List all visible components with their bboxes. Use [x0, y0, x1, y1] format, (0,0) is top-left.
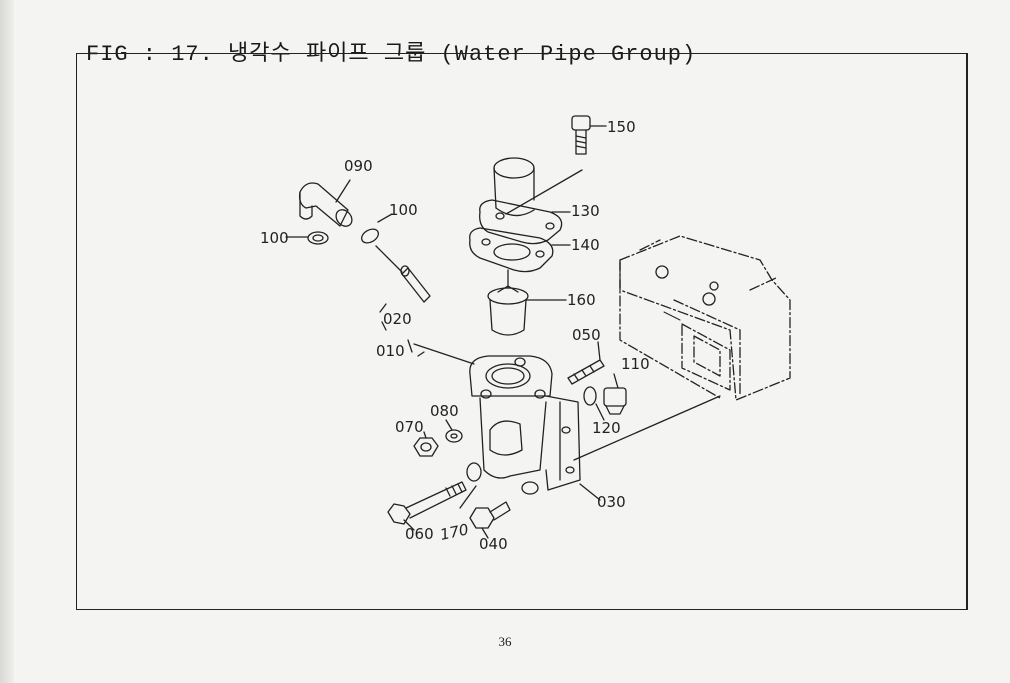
housing-030-drawing [469, 355, 721, 501]
stud-050-drawing [567, 341, 605, 385]
label-040: 040 [479, 535, 508, 553]
bolt-040-drawing [459, 485, 511, 539]
label-070: 070 [395, 418, 424, 436]
label-140: 140 [571, 236, 600, 254]
bolt-060-drawing [387, 462, 482, 531]
bolt-150-drawing [571, 115, 607, 155]
label-150: 150 [607, 118, 636, 136]
lead-010-drawing [407, 339, 475, 365]
nut-070-drawing [413, 419, 463, 457]
thermostat-160-drawing [487, 269, 567, 336]
hose-090-drawing [298, 179, 353, 227]
label-100-lower: 100 [260, 229, 289, 247]
label-100-upper: 100 [389, 201, 418, 219]
label-090: 090 [344, 157, 373, 175]
label-020: 020 [383, 310, 412, 328]
scan-edge [0, 0, 14, 683]
clamp-100-drawing [285, 213, 393, 245]
label-050: 050 [572, 326, 601, 344]
label-160: 160 [567, 291, 596, 309]
plug-110-drawing [583, 373, 627, 421]
label-080: 080 [430, 402, 459, 420]
diagram-frame [76, 53, 968, 610]
label-030: 030 [597, 493, 626, 511]
label-170: 170 [438, 520, 470, 544]
gasket-140-drawing [469, 227, 571, 273]
label-120: 120 [592, 419, 621, 437]
label-130: 130 [571, 202, 600, 220]
cylinder-head-holes [655, 265, 719, 306]
cylinder-head-drawing [619, 235, 791, 401]
label-010: 010 [376, 342, 405, 360]
label-110: 110 [621, 355, 650, 373]
figure-title: FIG : 17. 냉각수 파이프 그룹 (Water Pipe Group) [86, 41, 697, 67]
label-060: 060 [405, 525, 434, 543]
pipe-020-drawing [375, 245, 431, 331]
page-number: 36 [498, 634, 512, 649]
